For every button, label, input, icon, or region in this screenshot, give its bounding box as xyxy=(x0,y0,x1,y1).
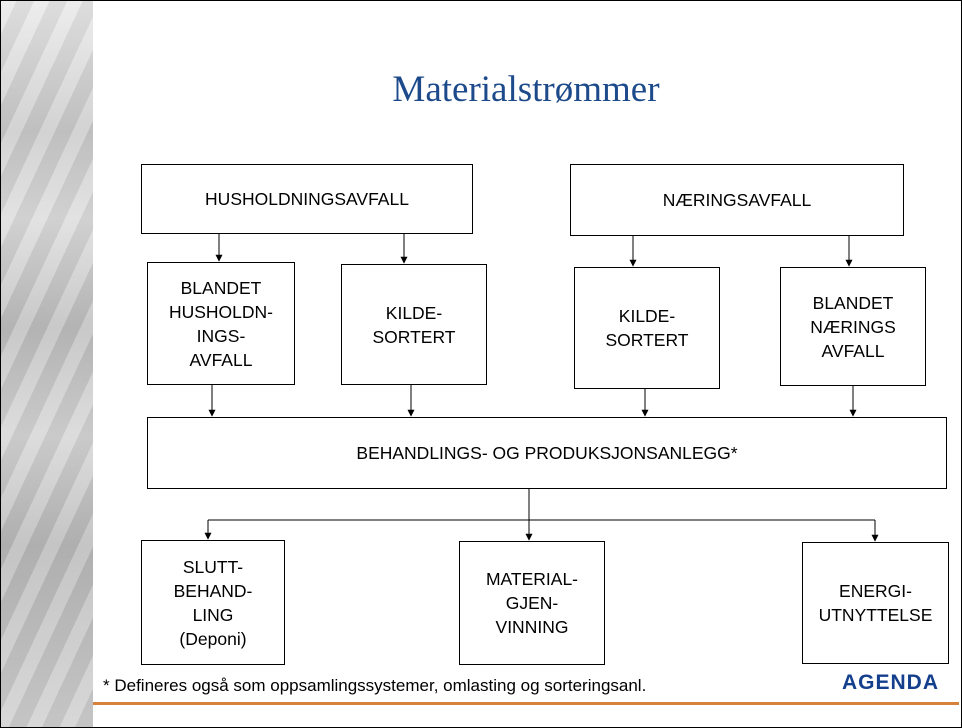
node-husholdningsavfall: HUSHOLDNINGSAVFALL xyxy=(141,164,473,234)
node-sluttbehandling: SLUTT- BEHAND- LING (Deponi) xyxy=(141,540,285,665)
footnote: * Defineres også som oppsamlingssystemer… xyxy=(103,676,647,695)
node-kildesortert-husholdning: KILDE- SORTERT xyxy=(341,264,487,385)
agenda-logo: AGENDA xyxy=(842,671,940,694)
node-behandlingsanlegg: BEHANDLINGS- OG PRODUKSJONSANLEGG* xyxy=(147,417,947,489)
node-naeringsavfall: NÆRINGSAVFALL xyxy=(570,164,904,236)
node-kildesortert-naering: KILDE- SORTERT xyxy=(574,267,720,389)
node-blandet-naeringsavfall: BLANDET NÆRINGS AVFALL xyxy=(780,267,926,386)
node-blandet-husholdningsavfall: BLANDET HUSHOLDN- INGS- AVFALL xyxy=(147,262,295,385)
page-title: Materialstrømmer xyxy=(392,69,660,110)
node-energiutnyttelse: ENERGI- UTNYTTELSE xyxy=(802,542,949,664)
decorative-side-strip xyxy=(1,1,93,727)
node-materialgjenvinning: MATERIAL- GJEN- VINNING xyxy=(459,541,605,665)
footer-rule xyxy=(93,702,959,705)
